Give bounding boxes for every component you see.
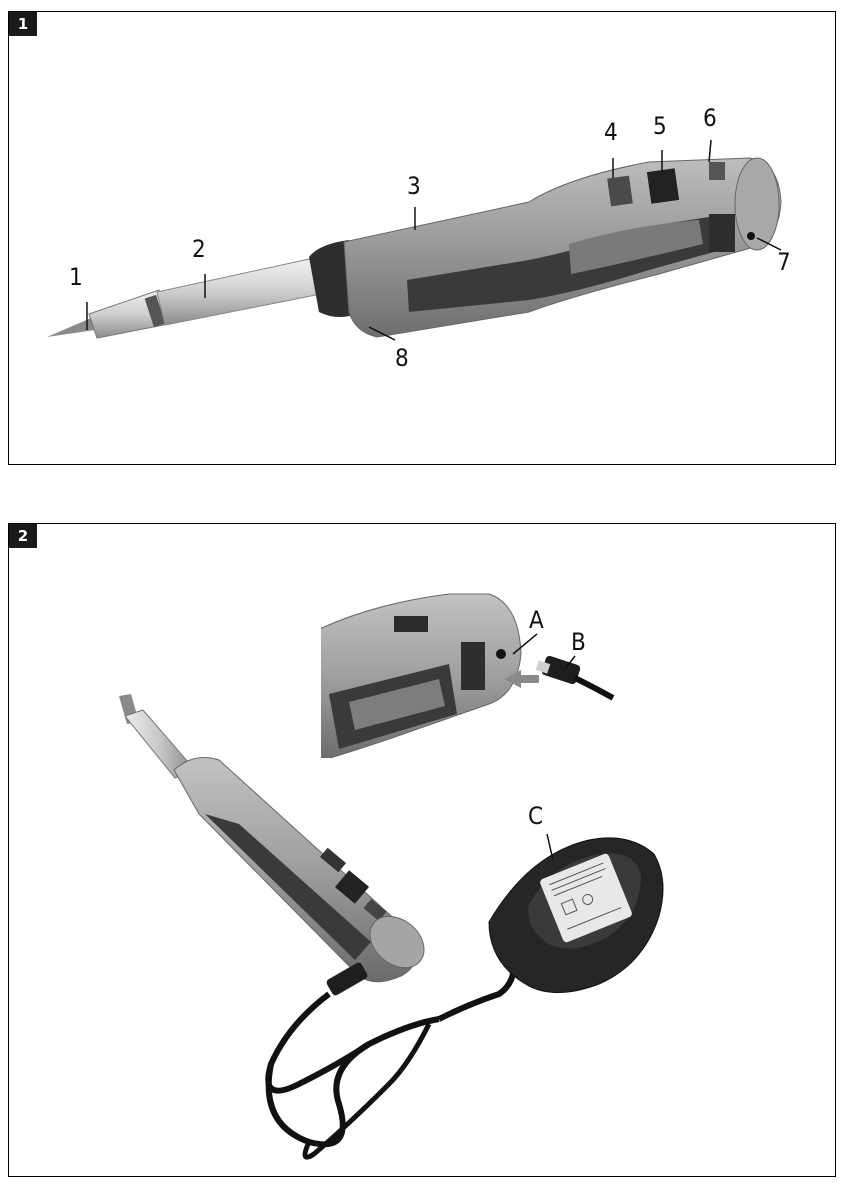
end-cap xyxy=(734,157,780,251)
socket-closeup-inset xyxy=(321,586,527,758)
heating-shaft xyxy=(156,257,322,326)
soldering-tip xyxy=(47,318,95,337)
label-1: 1 xyxy=(69,263,83,291)
power-cable xyxy=(265,962,517,1160)
figure-1-panel: 1 xyxy=(8,11,836,465)
label-7: 7 xyxy=(777,248,791,276)
figure-2-badge: 2 xyxy=(9,524,37,548)
label-4: 4 xyxy=(604,118,618,146)
switch-5 xyxy=(646,168,680,204)
label-6: 6 xyxy=(703,104,717,132)
leader-lines xyxy=(86,139,782,341)
leader-lines-fig2 xyxy=(512,633,576,861)
dc-plug xyxy=(535,655,615,701)
label-2: 2 xyxy=(192,235,206,263)
figure-2-panel: 2 xyxy=(8,523,836,1177)
side-button xyxy=(709,214,735,252)
switch-4 xyxy=(607,175,633,207)
indicator-6 xyxy=(709,162,725,180)
soldering-iron-standing xyxy=(119,694,425,983)
label-3: 3 xyxy=(407,172,421,200)
label-A: A xyxy=(529,606,544,634)
insert-arrow xyxy=(504,670,539,688)
label-B: B xyxy=(571,628,586,656)
charging-socket xyxy=(747,232,755,240)
label-C: C xyxy=(528,802,544,830)
soldering-iron-illustration xyxy=(47,139,782,341)
label-5: 5 xyxy=(653,112,667,140)
figure-1-badge: 1 xyxy=(9,12,37,36)
charging-illustration xyxy=(119,586,664,1160)
ac-adapter xyxy=(488,837,664,994)
label-8: 8 xyxy=(395,344,409,372)
